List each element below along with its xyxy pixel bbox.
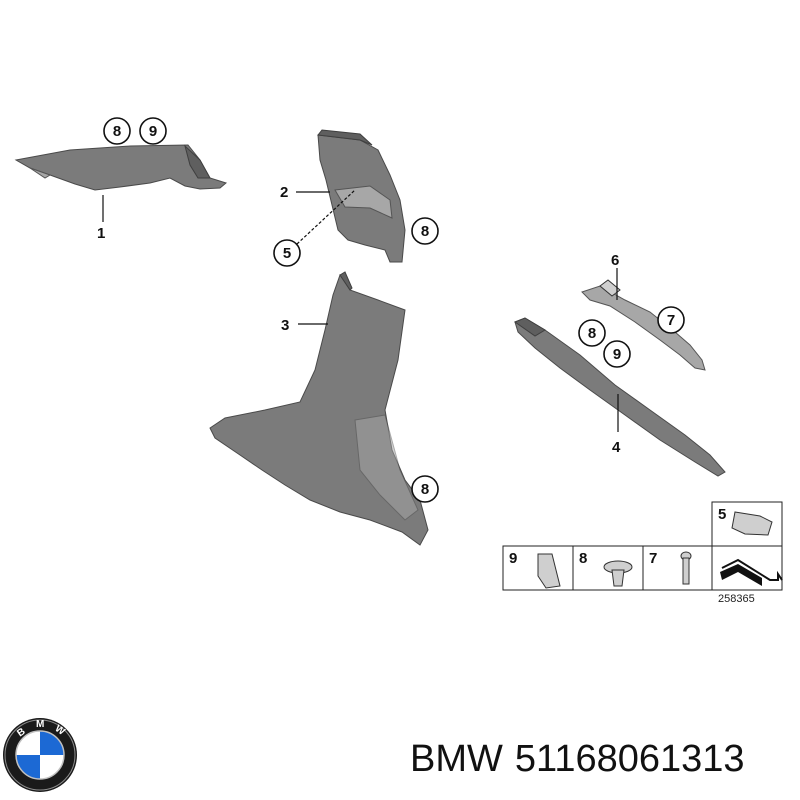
legend-cell-8[interactable]: 8 bbox=[572, 545, 644, 591]
part-number: 51168061313 bbox=[514, 738, 745, 780]
callout-8-right[interactable]: 8 bbox=[578, 319, 606, 347]
bmw-logo-icon: B M W bbox=[3, 718, 77, 792]
legend-cell-arrow[interactable] bbox=[711, 545, 783, 591]
svg-text:8: 8 bbox=[579, 550, 587, 567]
callout-8-bottom[interactable]: 8 bbox=[411, 475, 439, 503]
legend-cell-5[interactable]: 5 bbox=[711, 501, 783, 547]
callout-8-top[interactable]: 8 bbox=[103, 117, 131, 145]
part-6-bracket[interactable] bbox=[581, 279, 706, 371]
callout-5-mid[interactable]: 5 bbox=[273, 239, 301, 267]
part-1-a-pillar-trim[interactable] bbox=[14, 144, 228, 191]
callout-7-right[interactable]: 7 bbox=[657, 306, 685, 334]
svg-text:8: 8 bbox=[113, 123, 121, 140]
part-label-3: 3 bbox=[281, 317, 289, 334]
callout-8-mid[interactable]: 8 bbox=[411, 217, 439, 245]
leader-line-5 bbox=[296, 189, 356, 245]
svg-text:7: 7 bbox=[667, 312, 675, 329]
reference-number: 258365 bbox=[718, 593, 755, 605]
part-label-6: 6 bbox=[611, 252, 619, 269]
callout-9-right[interactable]: 9 bbox=[603, 340, 631, 368]
part-label-2: 2 bbox=[280, 184, 288, 201]
svg-text:9: 9 bbox=[149, 123, 157, 140]
callout-9-top[interactable]: 9 bbox=[139, 117, 167, 145]
legend-table: 5 9 8 7 bbox=[502, 501, 783, 591]
part-label-4: 4 bbox=[612, 439, 621, 456]
svg-text:8: 8 bbox=[588, 325, 596, 342]
svg-text:7: 7 bbox=[649, 550, 657, 567]
clip-9-icon bbox=[537, 553, 561, 589]
arrow-icon bbox=[721, 558, 783, 581]
clip-5-icon bbox=[731, 511, 773, 536]
legend-cell-7[interactable]: 7 bbox=[642, 545, 713, 591]
svg-text:9: 9 bbox=[613, 346, 621, 363]
part-label-1: 1 bbox=[97, 225, 105, 242]
svg-text:M: M bbox=[36, 719, 44, 730]
part-4-pillar-strip[interactable] bbox=[513, 317, 726, 477]
svg-text:5: 5 bbox=[718, 506, 726, 523]
brand-name: BMW bbox=[410, 738, 503, 780]
footer-title: BMW 51168061313 bbox=[410, 738, 757, 781]
part-2-b-pillar-upper-trim[interactable] bbox=[317, 129, 406, 263]
svg-text:8: 8 bbox=[421, 481, 429, 498]
part-3-b-pillar-lower-trim[interactable] bbox=[209, 271, 429, 546]
svg-text:9: 9 bbox=[509, 550, 517, 567]
svg-text:5: 5 bbox=[283, 245, 291, 262]
svg-text:8: 8 bbox=[421, 223, 429, 240]
legend-cell-9[interactable]: 9 bbox=[502, 545, 574, 591]
